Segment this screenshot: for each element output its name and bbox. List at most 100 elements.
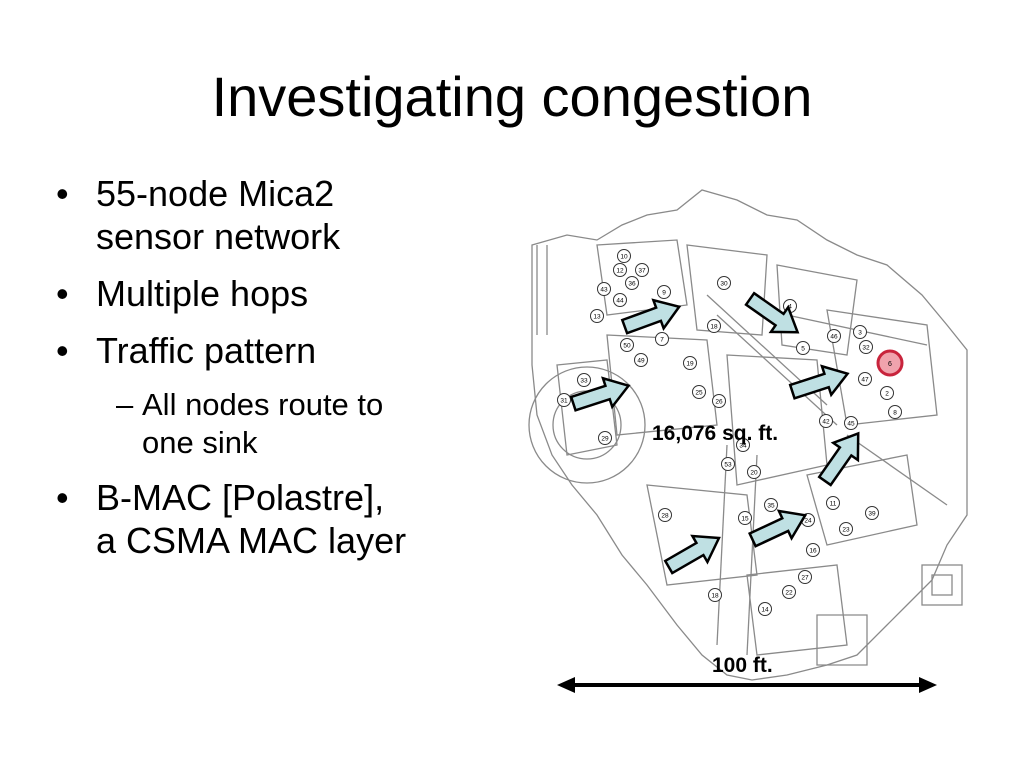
sensor-node (782, 585, 796, 599)
sensor-node-label: 19 (686, 361, 694, 368)
sensor-node (844, 416, 858, 430)
sensor-node-label: 27 (801, 575, 809, 582)
sensor-node (758, 602, 772, 616)
sensor-node-label: 24 (804, 518, 812, 525)
sensor-node-label: 50 (623, 343, 631, 350)
traffic-arrow (569, 376, 631, 412)
sensor-node-label: 11 (830, 501, 837, 508)
sensor-node-label: 12 (616, 268, 624, 275)
sensor-node-label: 26 (715, 399, 723, 406)
sensor-node-label: 16 (809, 548, 817, 555)
bullet-line: All nodes route to (142, 387, 384, 422)
sensor-node-label: 44 (616, 298, 624, 305)
scale-bar (557, 677, 937, 693)
sensor-node-label: 37 (638, 268, 646, 275)
sensor-node (625, 276, 639, 290)
bullet-item: Multiple hops (56, 272, 516, 315)
bullet-line: sensor network (96, 216, 341, 257)
sensor-node (597, 282, 611, 296)
sensor-node (806, 543, 820, 557)
sensor-node-label: 22 (785, 590, 793, 597)
sensor-node-label: 20 (750, 470, 758, 477)
sensor-node (635, 263, 649, 277)
sensor-node (798, 570, 812, 584)
sensor-node-label: 30 (720, 281, 728, 288)
traffic-arrow (817, 431, 860, 487)
bullet-line: one sink (142, 425, 258, 460)
sensor-node-label: 3 (858, 330, 862, 337)
sensor-node (859, 340, 873, 354)
traffic-arrow (788, 364, 850, 400)
sensor-node (590, 309, 604, 323)
sensor-node-label: 43 (600, 287, 608, 294)
bullet-line: a CSMA MAC layer (96, 520, 407, 561)
sensor-node (819, 414, 833, 428)
sensor-node (708, 588, 722, 602)
sensor-node-label: 18 (710, 324, 718, 331)
sensor-node-label: 47 (861, 377, 869, 384)
floor-plan-walls (528, 189, 968, 681)
sub-bullet-dash: – (116, 387, 134, 422)
bullet-item: 55-node Mica2 sensor network (56, 172, 516, 258)
sensor-node-label: 25 (695, 390, 703, 397)
sensor-node (655, 332, 669, 346)
sensor-node-label: 49 (637, 358, 645, 365)
sensor-node-label: 46 (830, 334, 838, 341)
sensor-node (712, 394, 726, 408)
traffic-arrow (748, 509, 808, 548)
sensor-node (707, 319, 721, 333)
bullet-line: Multiple hops (96, 273, 309, 314)
sensor-node-label: 8 (893, 410, 897, 417)
bullet-line: 55-node Mica2 (96, 173, 335, 214)
sensor-node-label: 14 (761, 607, 769, 614)
sensor-node-label: 9 (662, 290, 666, 297)
sensor-node (736, 438, 750, 452)
sensor-node-label: 39 (868, 511, 876, 518)
sensor-node-label: 28 (661, 513, 669, 520)
sensor-node-label: 29 (601, 436, 609, 443)
sensor-node-label: 15 (741, 516, 749, 523)
sensor-node-label: 18 (711, 593, 719, 600)
sensor-node (717, 276, 731, 290)
sensor-node (598, 431, 612, 445)
sensor-node (613, 293, 627, 307)
sensor-node (738, 511, 752, 525)
bullet-list: 55-node Mica2 sensor network Multiple ho… (56, 172, 516, 576)
sensor-node (683, 356, 697, 370)
sensor-node-label: 4 (788, 304, 792, 311)
sensor-node (764, 498, 778, 512)
sensor-node-label: 10 (620, 254, 628, 261)
traffic-arrow (744, 291, 800, 334)
sensor-node-label: 34 (739, 443, 747, 450)
traffic-arrow (620, 298, 682, 335)
sensor-node (658, 508, 672, 522)
sensor-node (865, 506, 879, 520)
bullet-line: B-MAC [Polastre], (96, 477, 385, 518)
sensor-node-label: 7 (660, 337, 664, 344)
sensor-node (577, 373, 591, 387)
sensor-node-label: 45 (847, 421, 855, 428)
sensor-node (557, 393, 571, 407)
sensor-node (839, 522, 853, 536)
sensor-node (617, 249, 631, 263)
sensor-node (826, 496, 840, 510)
sensor-node (853, 325, 867, 339)
sensor-node-label: 2 (885, 391, 889, 398)
bullet-line: Traffic pattern (96, 330, 317, 371)
sensor-node (620, 338, 634, 352)
slide-title: Investigating congestion (211, 65, 813, 128)
sensor-node-label: 33 (580, 378, 588, 385)
sensor-node (657, 285, 671, 299)
sensor-node-label: 5 (801, 346, 805, 353)
sensor-node-label: 42 (822, 419, 830, 426)
sensor-node-label: 35 (767, 503, 775, 510)
sensor-node (880, 386, 894, 400)
sub-bullet-item: – All nodes route to one sink (56, 386, 516, 462)
scale-label: 100 ft. (712, 654, 773, 677)
sensor-node (888, 405, 902, 419)
sensor-node-label: 53 (724, 462, 732, 469)
area-label: 16,076 sq. ft. (652, 422, 779, 445)
sensor-node (858, 372, 872, 386)
